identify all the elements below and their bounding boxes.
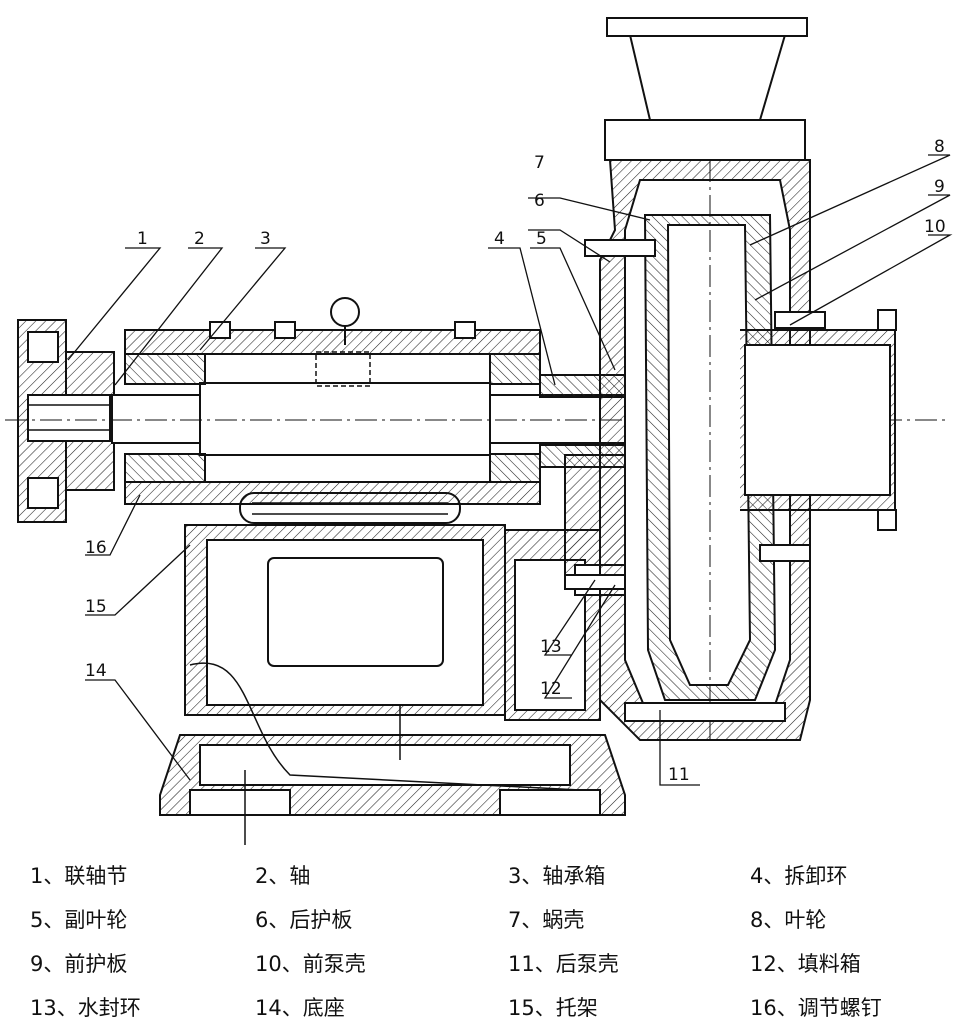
callout-4: 4 <box>494 229 505 249</box>
support-frame <box>184 524 601 721</box>
shaft <box>5 382 945 456</box>
pump-casing <box>564 17 897 741</box>
callout-10: 10 <box>924 217 946 237</box>
callout-6: 6 <box>534 191 545 211</box>
bearing-housing <box>124 297 541 524</box>
legend-item: 1、联轴节 <box>30 864 128 888</box>
legend-item: 3、轴承箱 <box>508 864 606 888</box>
legend-item: 15、托架 <box>508 996 598 1020</box>
callout-9: 9 <box>934 177 945 197</box>
legend-item: 9、前护板 <box>30 952 128 976</box>
callout-11: 11 <box>668 765 690 785</box>
legend-item: 14、底座 <box>255 996 345 1020</box>
callout-numbers: 1 2 3 4 5 7 6 8 9 10 11 12 13 14 15 16 <box>85 137 946 785</box>
callout-1: 1 <box>137 229 148 249</box>
base <box>159 662 626 845</box>
legend-item: 7、蜗壳 <box>508 908 585 932</box>
legend-item: 8、叶轮 <box>750 908 827 932</box>
callout-3: 3 <box>260 229 271 249</box>
legend-item: 16、调节螺钉 <box>750 996 882 1020</box>
coupling <box>17 319 115 523</box>
legend-item: 6、后护板 <box>255 908 353 932</box>
parts-legend: 1、联轴节 2、轴 3、轴承箱 4、拆卸环 5、副叶轮 6、后护板 7、蜗壳 8… <box>0 852 956 1024</box>
pump-cross-section-drawing: 1 2 3 4 5 7 6 8 9 10 11 12 13 14 15 16 <box>5 17 953 845</box>
legend-item: 13、水封环 <box>30 996 141 1020</box>
legend-item: 11、后泵壳 <box>508 952 619 976</box>
legend-item: 10、前泵壳 <box>255 952 366 976</box>
callout-15: 15 <box>85 597 107 617</box>
callout-14: 14 <box>85 661 107 681</box>
callout-16: 16 <box>85 538 107 558</box>
legend-item: 12、填料箱 <box>750 952 861 976</box>
callout-leaders <box>67 154 953 786</box>
callout-5: 5 <box>536 229 547 249</box>
callout-12: 12 <box>540 679 562 699</box>
callout-13: 13 <box>540 637 562 657</box>
legend-item: 5、副叶轮 <box>30 908 128 932</box>
callout-7: 7 <box>534 153 545 173</box>
legend-item: 4、拆卸环 <box>750 864 848 888</box>
legend-item: 2、轴 <box>255 864 311 888</box>
callout-2: 2 <box>194 229 205 249</box>
callout-8: 8 <box>934 137 945 157</box>
